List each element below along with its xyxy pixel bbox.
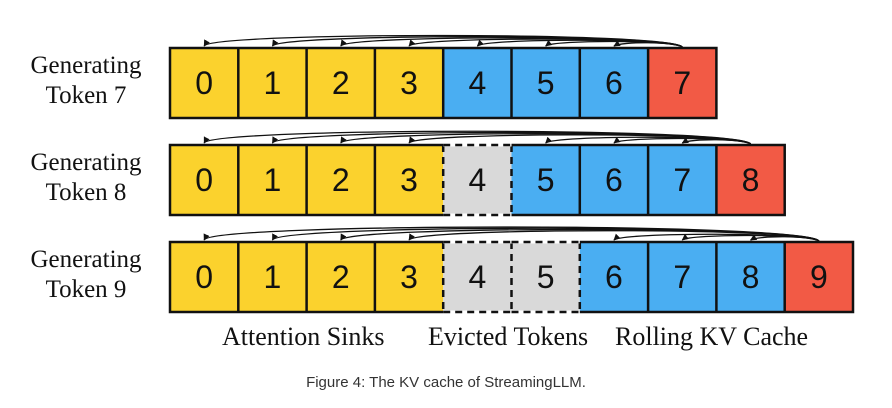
token-cell-3-sink bbox=[374, 48, 444, 118]
token-cell-1-sink bbox=[238, 145, 307, 215]
row-label-line1: Generating bbox=[30, 149, 142, 176]
token-cell-7-rolling bbox=[648, 145, 717, 215]
token-cell-6-rolling bbox=[579, 48, 649, 118]
token-number: 7 bbox=[673, 259, 691, 295]
row-label-line2: Token 7 bbox=[45, 82, 127, 109]
token-cell-4-rolling bbox=[443, 48, 512, 118]
figure-caption: Figure 4: The KV cache of StreamingLLM. bbox=[306, 374, 586, 391]
token-number: 7 bbox=[673, 162, 691, 198]
token-number: 5 bbox=[537, 65, 555, 101]
token-number: 1 bbox=[264, 162, 282, 198]
token-cell-2-sink bbox=[306, 145, 375, 215]
attention-arrow bbox=[681, 137, 751, 145]
token-number: 0 bbox=[195, 259, 213, 295]
token-number: 4 bbox=[468, 259, 486, 295]
token-cell-8-current bbox=[716, 145, 785, 215]
token-number: 3 bbox=[400, 65, 418, 101]
token-number: 4 bbox=[468, 162, 486, 198]
token-row-2: 0 1 2 3 4 5 6 7 8 bbox=[168, 143, 786, 217]
row-label-line1: Generating bbox=[30, 246, 142, 273]
token-number: 8 bbox=[742, 162, 760, 198]
token-number: 3 bbox=[400, 162, 418, 198]
token-cell-1-sink bbox=[238, 242, 307, 312]
row-label-token-7: Generating Token 7 bbox=[0, 51, 172, 111]
token-number: 2 bbox=[332, 65, 350, 101]
token-number: 1 bbox=[264, 259, 282, 295]
token-number: 6 bbox=[605, 162, 623, 198]
legend-evicted-tokens: Evicted Tokens bbox=[428, 322, 589, 351]
token-number: 6 bbox=[605, 65, 623, 101]
token-cell-9-current bbox=[784, 242, 853, 312]
token-number: 9 bbox=[810, 259, 828, 295]
token-number: 8 bbox=[742, 259, 760, 295]
token-number: 6 bbox=[605, 259, 623, 295]
legend-attention-sinks: Attention Sinks bbox=[222, 322, 385, 351]
token-number: 5 bbox=[537, 259, 555, 295]
token-cell-0-sink bbox=[170, 145, 239, 215]
token-number: 0 bbox=[195, 65, 213, 101]
row-label-line2: Token 9 bbox=[45, 276, 127, 303]
token-cell-2-sink bbox=[306, 242, 375, 312]
token-number: 4 bbox=[468, 65, 486, 101]
token-number: 5 bbox=[537, 162, 555, 198]
attention-arrows-row-3 bbox=[203, 226, 820, 242]
token-number: 2 bbox=[332, 259, 350, 295]
row-label-token-9: Generating Token 9 bbox=[0, 245, 172, 305]
attention-arrows-row-2 bbox=[203, 130, 752, 145]
row-label-line2: Token 8 bbox=[45, 179, 127, 206]
legend-rolling-kv-cache: Rolling KV Cache bbox=[615, 322, 809, 351]
token-cell-3-sink bbox=[374, 145, 444, 215]
token-number: 3 bbox=[400, 259, 418, 295]
token-cell-0-sink bbox=[170, 242, 239, 312]
token-number: 7 bbox=[673, 65, 691, 101]
token-number: 0 bbox=[195, 162, 213, 198]
token-cell-4-evicted bbox=[443, 242, 512, 312]
token-cell-5-rolling bbox=[511, 145, 580, 215]
attention-arrow bbox=[613, 40, 683, 48]
token-cell-2-sink bbox=[306, 48, 375, 118]
token-number: 1 bbox=[264, 65, 282, 101]
token-cell-6-rolling bbox=[579, 145, 649, 215]
token-cell-5-rolling bbox=[511, 48, 580, 118]
token-row-1: 0 1 2 3 4 5 6 7 bbox=[168, 46, 718, 120]
token-cell-5-evicted bbox=[511, 242, 580, 312]
token-cell-1-sink bbox=[238, 48, 307, 118]
token-cell-4-evicted bbox=[443, 145, 512, 215]
token-cell-3-sink bbox=[374, 242, 444, 312]
token-cell-7-rolling bbox=[648, 242, 717, 312]
token-number: 2 bbox=[332, 162, 350, 198]
token-cell-7-current bbox=[648, 48, 717, 118]
attention-arrow bbox=[749, 234, 820, 242]
token-row-3: 0 1 2 3 4 5 6 7 8 9 bbox=[168, 240, 855, 314]
token-cell-0-sink bbox=[170, 48, 239, 118]
token-cell-8-rolling bbox=[716, 242, 785, 312]
token-cell-6-rolling bbox=[579, 242, 649, 312]
row-label-token-8: Generating Token 8 bbox=[0, 148, 172, 208]
row-label-line1: Generating bbox=[30, 52, 142, 79]
attention-arrows-row-1 bbox=[203, 34, 683, 48]
